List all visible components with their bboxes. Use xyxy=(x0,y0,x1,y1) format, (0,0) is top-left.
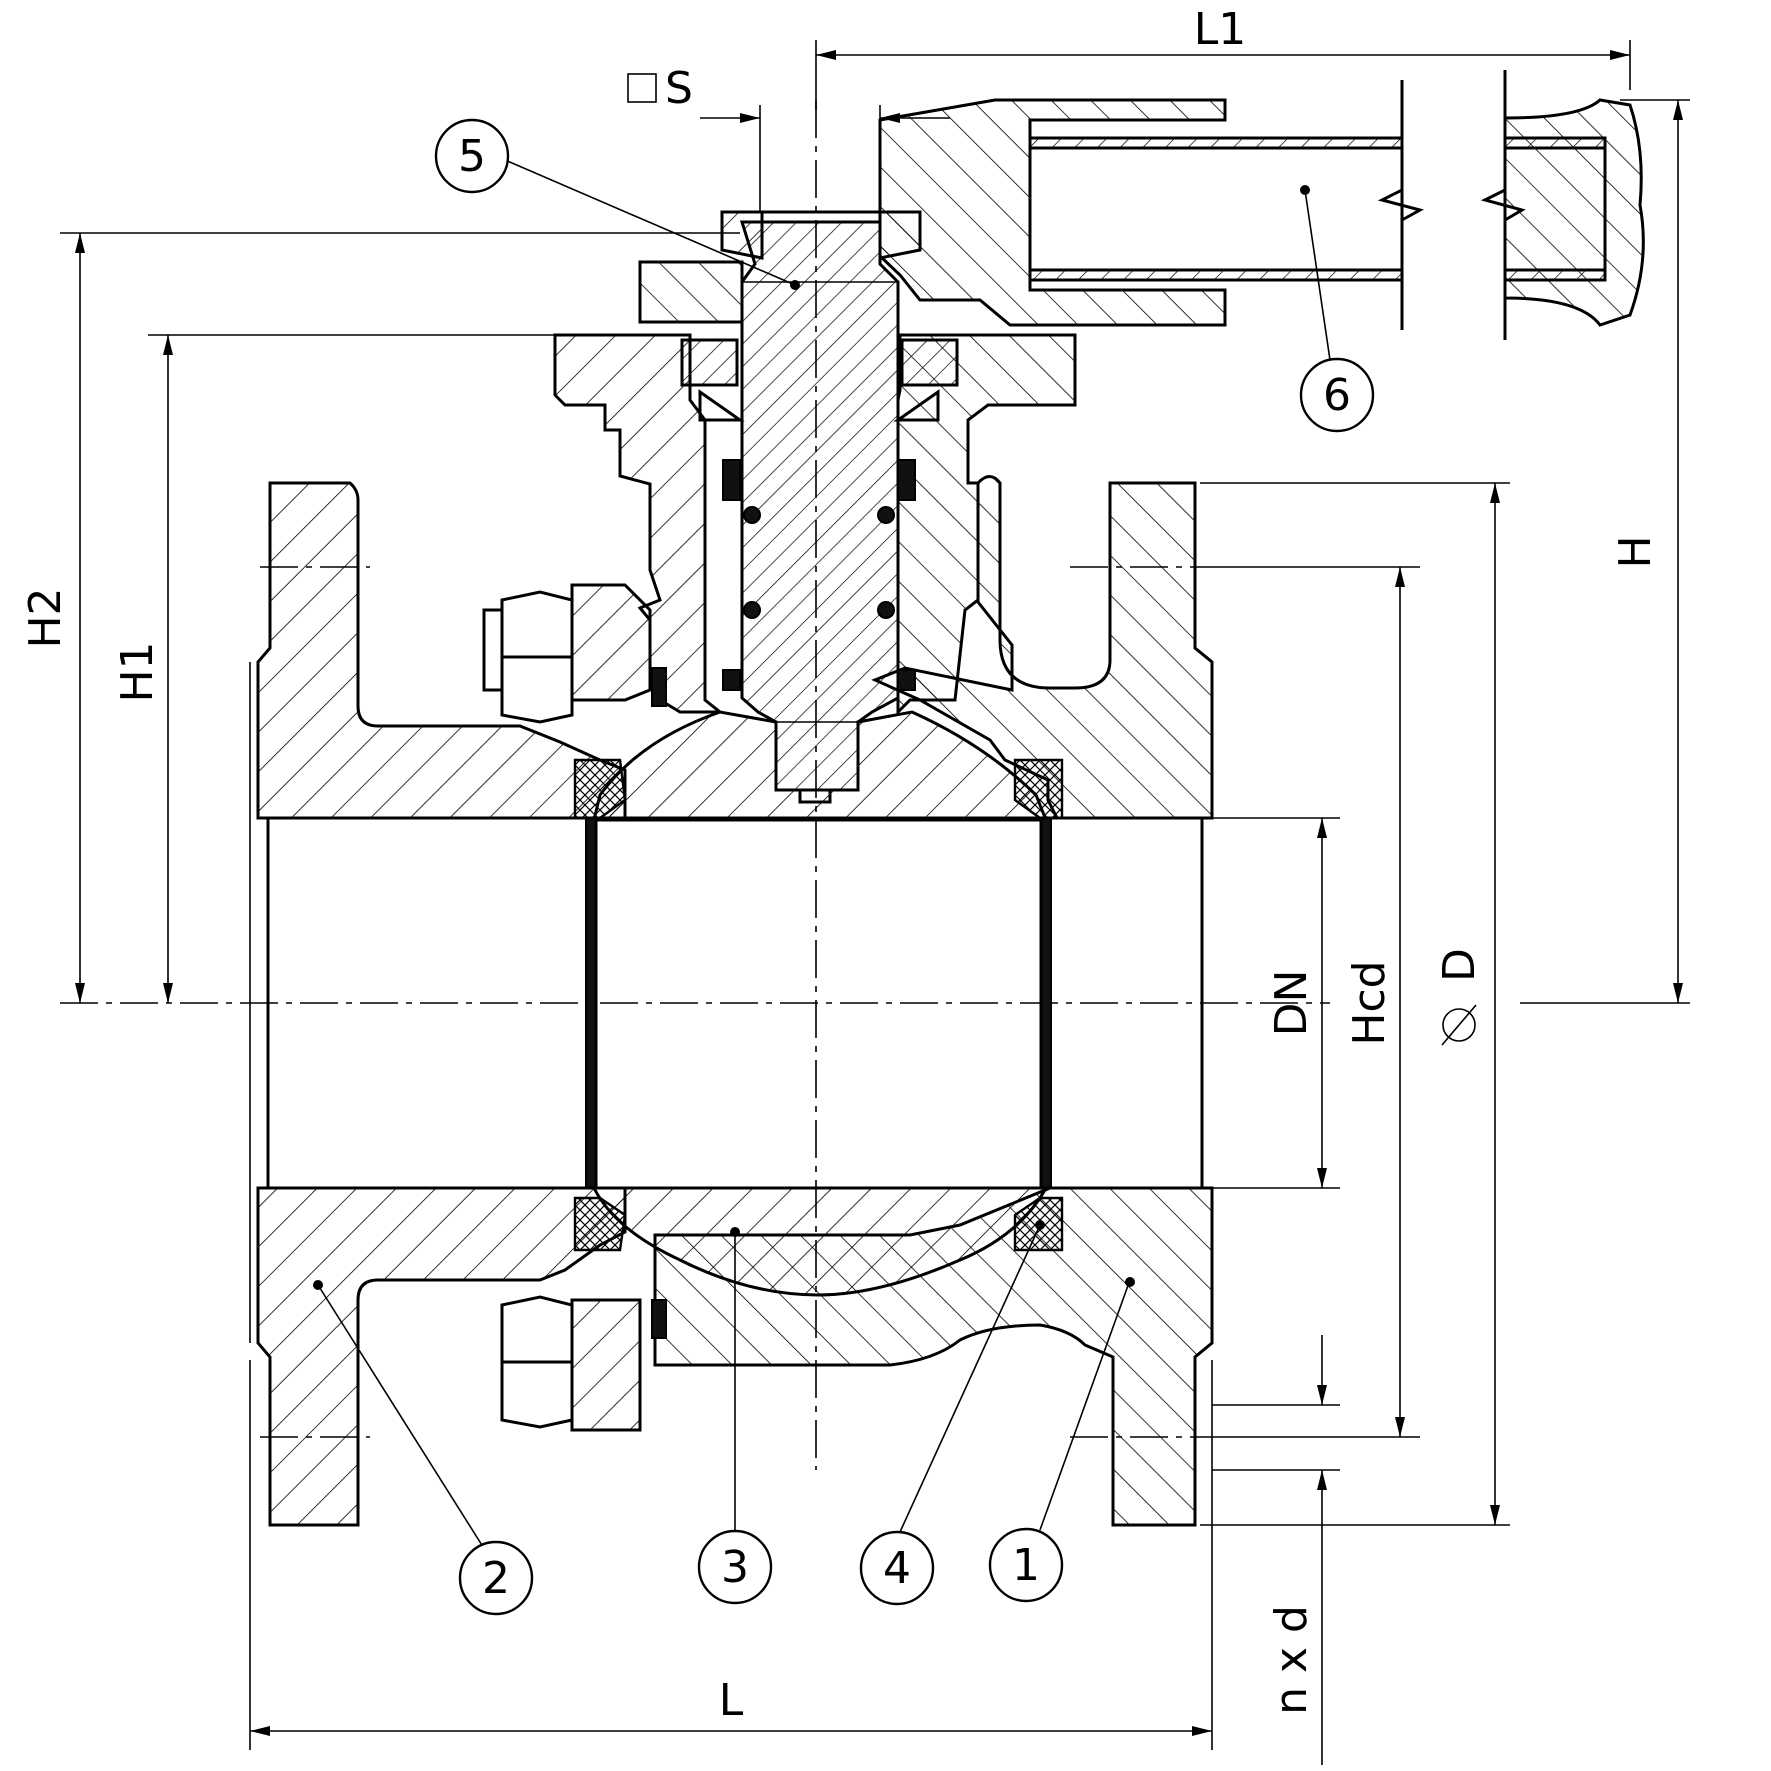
balloon-3 xyxy=(697,1529,773,1605)
balloon-5 xyxy=(434,118,510,194)
balloon-1-label: 1 xyxy=(1012,1540,1040,1591)
dimension-lines xyxy=(60,40,1690,1765)
stem-seals xyxy=(651,338,959,1339)
dim-DN-label: DN xyxy=(1266,970,1317,1037)
bore xyxy=(258,816,1212,1190)
body-part-2 xyxy=(249,481,627,1527)
dim-S-label: S xyxy=(665,63,693,114)
balloon-4-label: 4 xyxy=(883,1543,911,1594)
part-callouts: 1 2 3 4 5 6 xyxy=(313,118,1375,1616)
handle-part-6 xyxy=(878,70,1645,340)
balloon-6 xyxy=(1299,357,1375,433)
dim-L1-label: L1 xyxy=(1194,4,1247,55)
balloon-3-label: 3 xyxy=(721,1542,749,1593)
balloon-6-label: 6 xyxy=(1323,370,1351,421)
dim-H2-label: H2 xyxy=(20,587,71,648)
upper-bolt-stud xyxy=(482,608,504,692)
dim-L-label: L xyxy=(719,1675,744,1726)
seats-part-4 xyxy=(573,758,1064,1252)
dim-H1-label: H1 xyxy=(112,641,163,702)
upper-bolt-head xyxy=(500,590,574,724)
bolts xyxy=(482,583,652,1432)
dim-H-label: H xyxy=(1610,535,1661,568)
dim-Hcd-label: Hcd xyxy=(1344,960,1395,1045)
balloon-4 xyxy=(859,1530,935,1606)
balloon-2 xyxy=(458,1540,534,1616)
balloon-5-label: 5 xyxy=(458,131,486,182)
dim-D-label: D xyxy=(1434,948,1485,982)
diameter-symbol xyxy=(1441,1004,1477,1046)
stem-part-5 xyxy=(739,220,900,804)
dim-nxd-label: n x d xyxy=(1266,1605,1317,1715)
square-symbol xyxy=(627,73,657,103)
balloon-1 xyxy=(988,1527,1064,1603)
dimension-labels: L1 S H H2 H1 DN Hcd D L n x d xyxy=(20,4,1661,1726)
balloon-2-label: 2 xyxy=(482,1553,510,1604)
